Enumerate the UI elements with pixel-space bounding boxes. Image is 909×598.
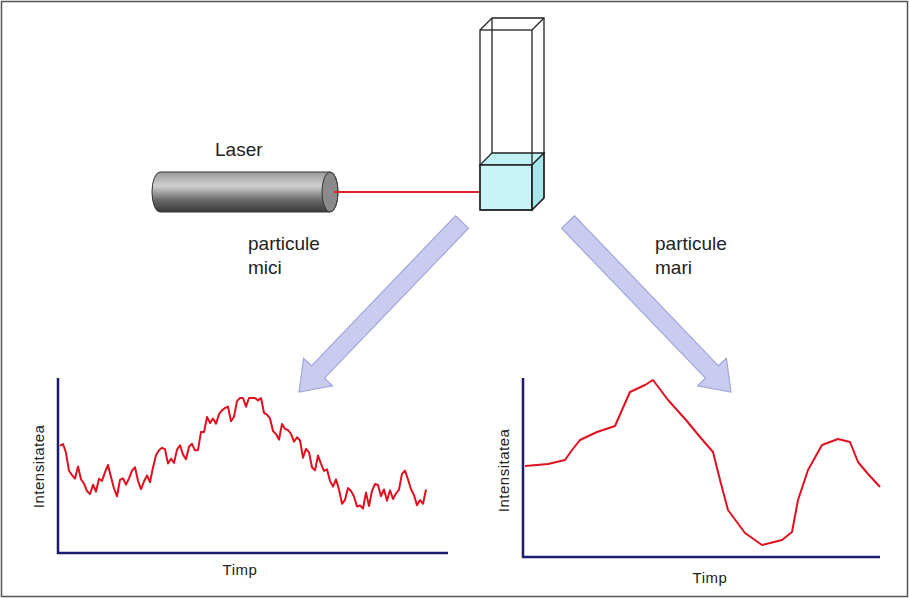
cuvette xyxy=(480,18,544,210)
particle-label: particule mici xyxy=(248,232,348,280)
axis-label: Timp xyxy=(223,561,258,580)
arrow-small-particles xyxy=(299,216,469,392)
chart-axes xyxy=(58,378,448,553)
axis-label: Intensitatea xyxy=(496,428,515,512)
laser-beam xyxy=(334,191,480,193)
chart-axes xyxy=(523,378,880,557)
device-label: Laser xyxy=(215,138,263,162)
particle-label: particule mari xyxy=(655,232,755,280)
laser-cylinder xyxy=(152,172,338,212)
axis-label: Timp xyxy=(693,569,728,588)
intensity-curve-slow xyxy=(525,380,880,545)
axis-label: Intensitatea xyxy=(31,424,50,508)
intensity-curve-fast xyxy=(60,398,426,509)
